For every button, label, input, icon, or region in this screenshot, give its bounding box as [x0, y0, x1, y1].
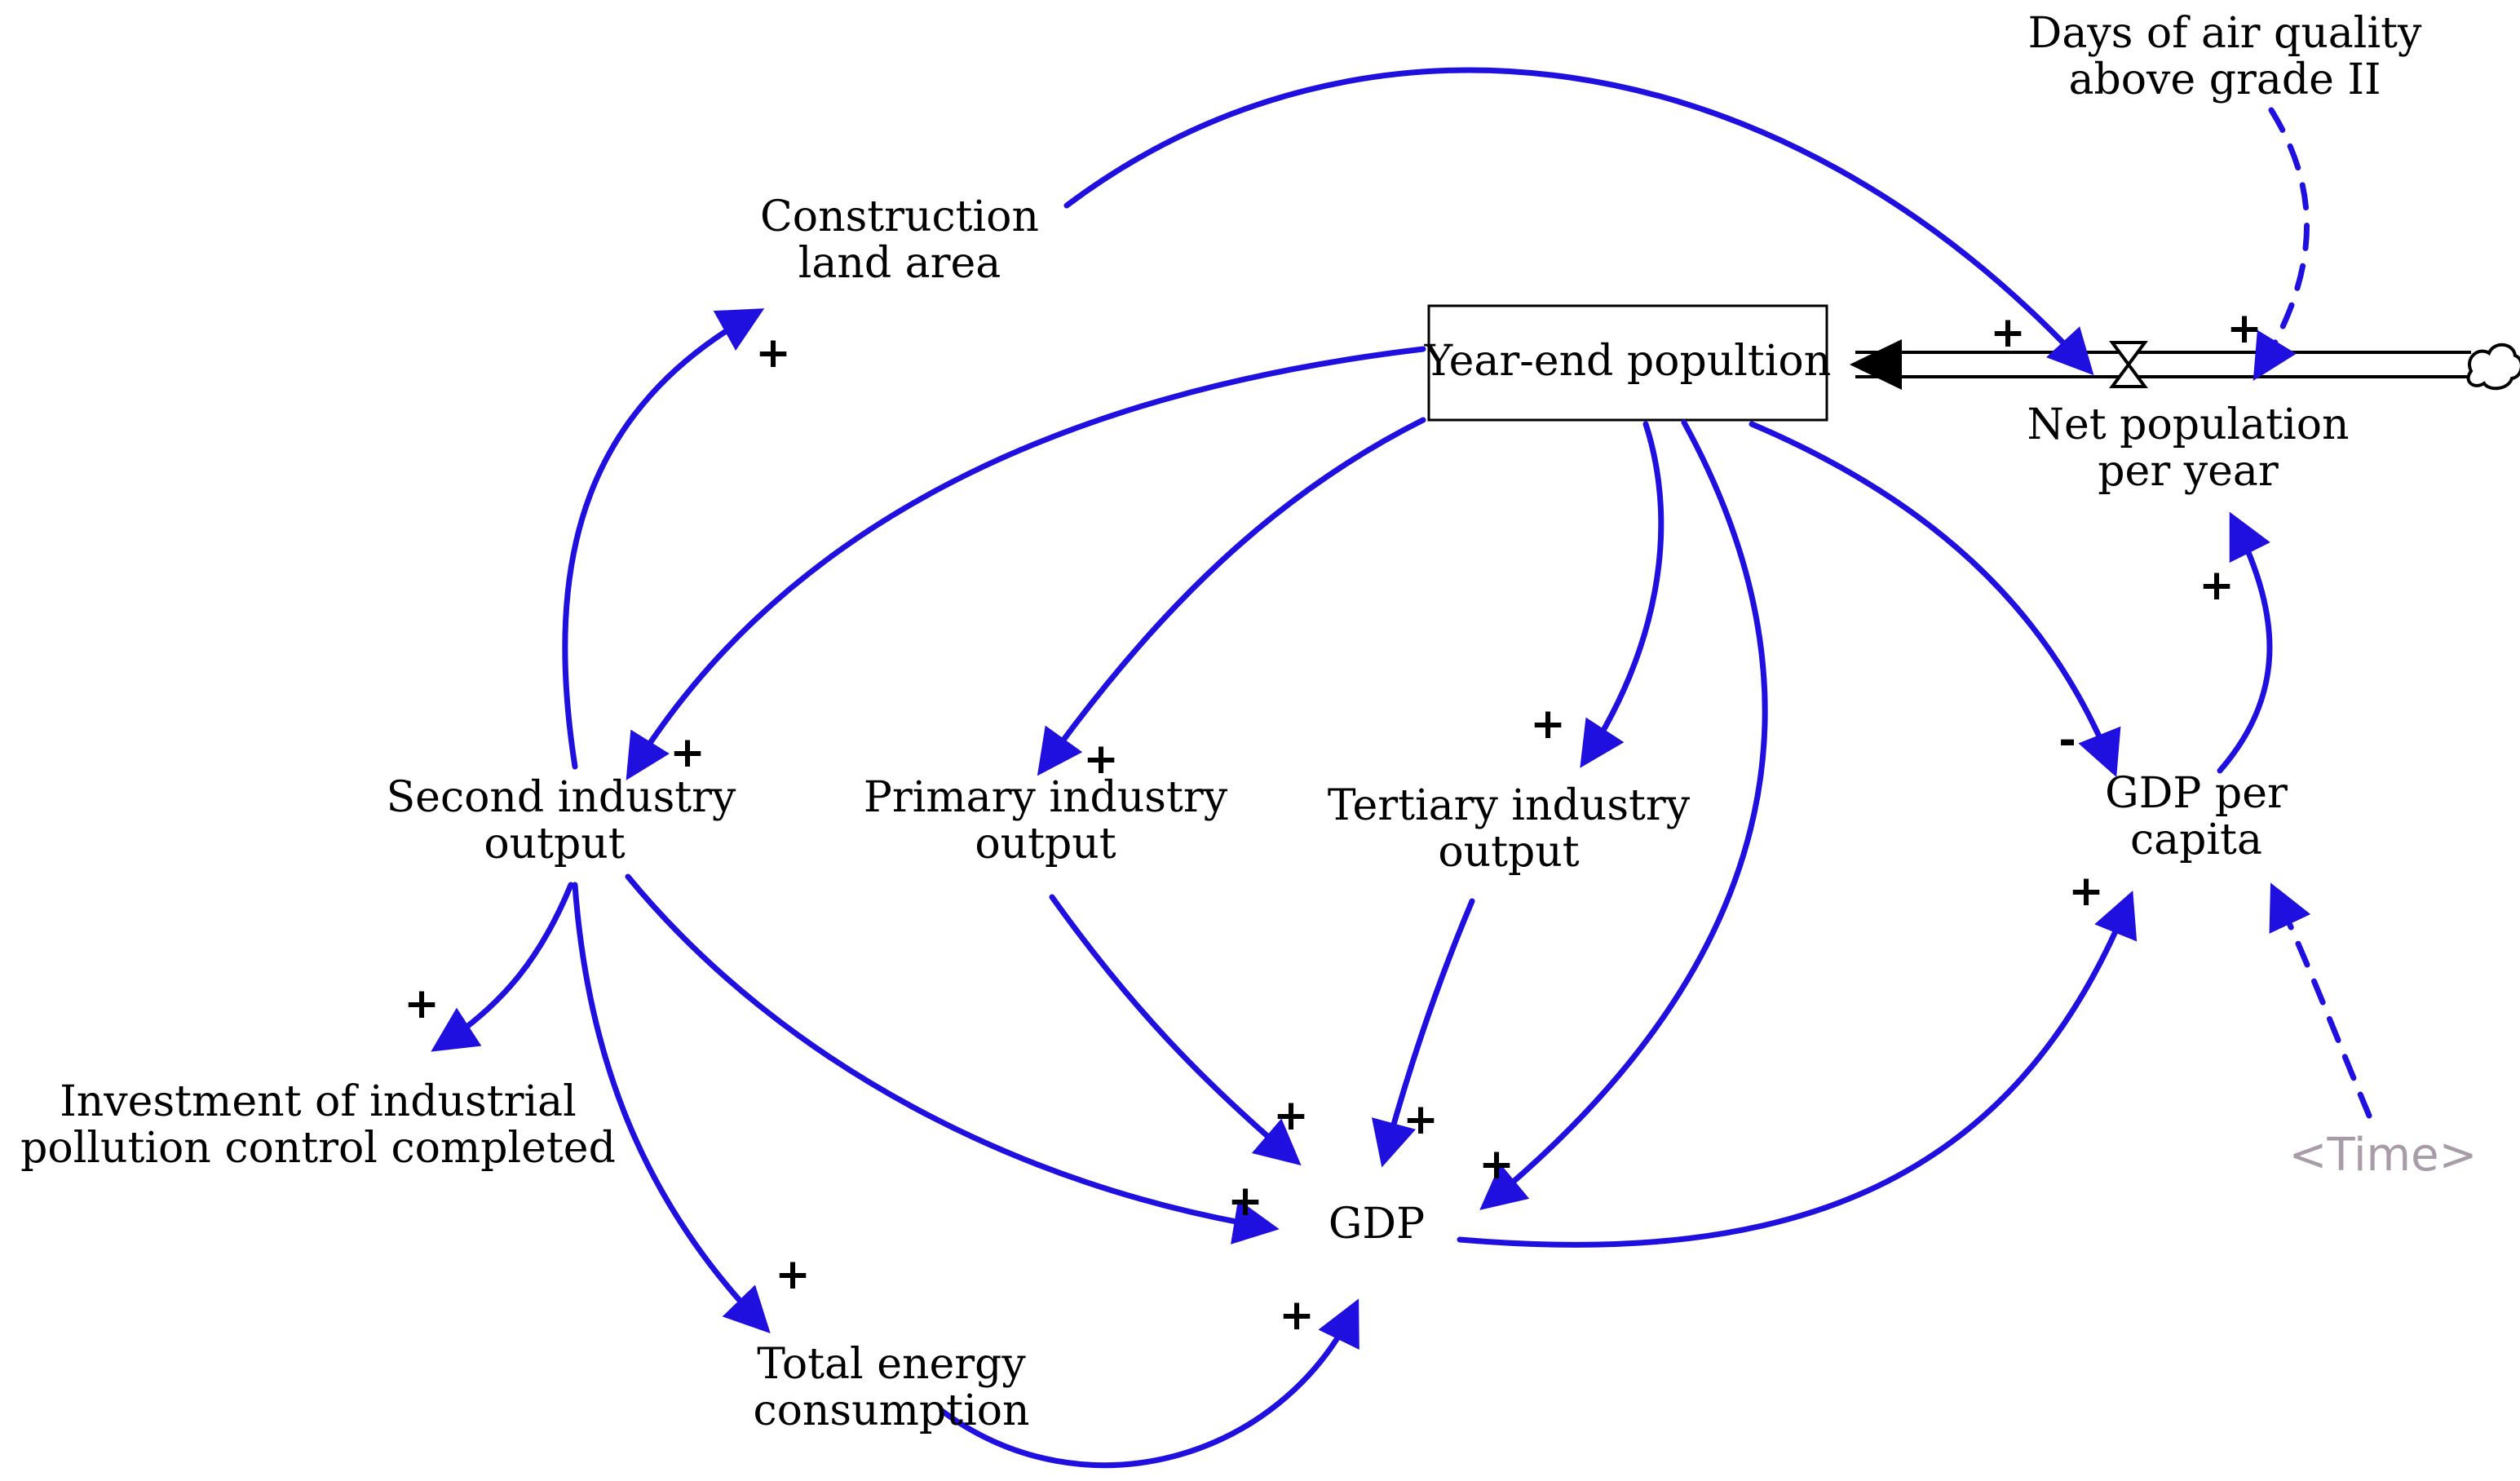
- svg-text:land area: land area: [798, 239, 1001, 288]
- shadow-variable-time[interactable]: <Time>: [2289, 1129, 2478, 1182]
- flow-net-population-per-year[interactable]: Net population per year: [2027, 400, 2349, 496]
- variable-total-energy-consumption[interactable]: Total energy consumption: [753, 1340, 1029, 1435]
- polarity-pop-gdppercap: -: [2058, 716, 2076, 765]
- stock-label: Year-end popultion: [1424, 337, 1831, 386]
- link-tertiary-to-gdp: [1371, 898, 1475, 1168]
- link-construction-to-netpop: [1063, 67, 2094, 376]
- svg-text:Second industry: Second industry: [387, 773, 736, 822]
- link-energy-to-gdp: [939, 1298, 1359, 1469]
- link-second-to-energy: [572, 882, 771, 1334]
- svg-text:capita: capita: [2130, 816, 2262, 864]
- hourglass-valve-icon[interactable]: [2109, 341, 2148, 388]
- svg-text:Construction: Construction: [760, 192, 1039, 241]
- link-second-to-construction: [562, 308, 765, 770]
- polarity-gdppercap-netpop: +: [2199, 561, 2235, 610]
- link-airquality-to-netpop: [2253, 107, 2310, 381]
- polarity-second-investment: +: [404, 979, 440, 1028]
- polarity-second-gdp: +: [1227, 1177, 1263, 1226]
- svg-text:Total energy: Total energy: [757, 1340, 1026, 1389]
- link-pop-to-primary: [1037, 417, 1426, 776]
- link-second-to-gdp: [625, 873, 1280, 1244]
- variable-days-air-quality[interactable]: Days of air quality above grade II: [2028, 9, 2422, 104]
- link-primary-to-gdp: [1049, 894, 1302, 1166]
- polarity-airquality-netpop: +: [2226, 304, 2262, 353]
- polarity-second-energy: +: [775, 1250, 811, 1299]
- svg-text:pollution control completed: pollution control completed: [20, 1124, 616, 1173]
- variable-primary-industry-output[interactable]: Primary industry output: [864, 773, 1228, 869]
- variable-second-industry-output[interactable]: Second industry output: [387, 773, 736, 869]
- polarity-tertiary-gdp: +: [1403, 1095, 1439, 1144]
- flow-pipe: [1850, 339, 2471, 390]
- polarity-construction-netpop: +: [1990, 308, 2026, 357]
- svg-text:Tertiary industry: Tertiary industry: [1328, 781, 1691, 830]
- polarity-primary-gdp: +: [1273, 1091, 1309, 1140]
- polarity-pop-gdp: +: [1479, 1140, 1514, 1189]
- flow-arrowhead-icon: [1850, 339, 1902, 390]
- link-gdppercap-to-netpop: [2217, 511, 2273, 774]
- svg-text:output: output: [1438, 828, 1579, 877]
- svg-text:per year: per year: [2098, 447, 2279, 496]
- svg-text:output: output: [484, 820, 625, 869]
- svg-text:Primary industry: Primary industry: [864, 773, 1228, 822]
- svg-text:Net population: Net population: [2027, 400, 2349, 449]
- polarity-pop-primary: +: [1083, 735, 1119, 784]
- link-pop-to-gdppercap: [1749, 421, 2121, 777]
- svg-text:<Time>: <Time>: [2289, 1129, 2478, 1182]
- link-gdp-to-gdppercap: [1457, 891, 2138, 1248]
- variable-tertiary-industry-output[interactable]: Tertiary industry output: [1328, 781, 1691, 877]
- polarity-gdp-gdppercap: +: [2068, 867, 2104, 916]
- svg-text:GDP per: GDP per: [2105, 769, 2288, 818]
- variable-gdp[interactable]: GDP: [1329, 1200, 1425, 1249]
- variable-investment-pollution-control[interactable]: Investment of industrial pollution contr…: [20, 1077, 616, 1173]
- cloud-icon: [2466, 343, 2520, 391]
- variable-construction-land-area[interactable]: Construction land area: [760, 192, 1039, 288]
- polarity-pop-second: +: [670, 728, 705, 777]
- svg-text:GDP: GDP: [1329, 1200, 1425, 1249]
- svg-text:above grade II: above grade II: [2068, 55, 2381, 104]
- link-pop-to-tertiary: [1580, 421, 1665, 768]
- polarity-second-construction: +: [755, 329, 791, 378]
- polarity-energy-gdp: +: [1279, 1291, 1315, 1340]
- svg-text:consumption: consumption: [753, 1386, 1029, 1435]
- variable-gdp-per-capita[interactable]: GDP per capita: [2105, 769, 2288, 864]
- links: [431, 67, 2372, 1469]
- link-time-to-gdppercap: [2269, 882, 2372, 1119]
- link-pop-to-second: [626, 346, 1426, 780]
- stock-year-end-population[interactable]: Year-end popultion: [1424, 304, 1831, 422]
- svg-text:Investment of industrial: Investment of industrial: [60, 1077, 576, 1126]
- polarity-signs: + + + + + + + - + + + + + + + +: [404, 304, 2262, 1340]
- svg-text:output: output: [975, 820, 1116, 869]
- svg-text:Days of air quality: Days of air quality: [2028, 9, 2422, 58]
- link-pop-to-gdp: [1479, 419, 1768, 1210]
- polarity-pop-tertiary: +: [1530, 700, 1566, 749]
- link-second-to-investment: [431, 882, 574, 1052]
